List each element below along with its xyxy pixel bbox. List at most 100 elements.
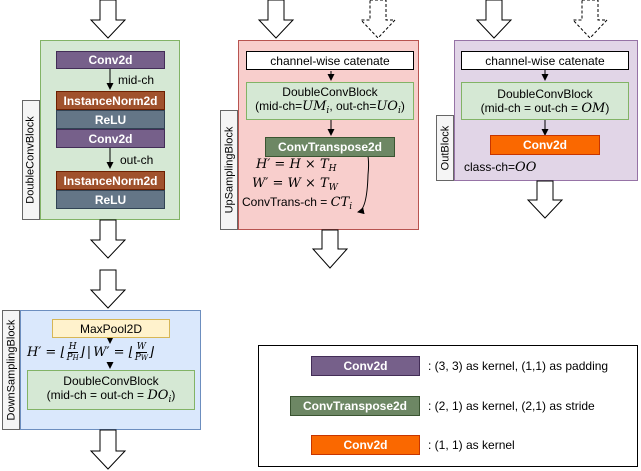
up-dcb-um: UM bbox=[302, 98, 327, 114]
output-arrow-out-block bbox=[526, 180, 564, 219]
down-sampling-block-tag: DownSamplingBlock bbox=[2, 310, 20, 430]
down-eq-h-den-sub: H bbox=[72, 354, 79, 362]
down-eq-h-den: P bbox=[66, 353, 73, 363]
up-ct-var: CT bbox=[330, 195, 350, 210]
down-dcb-line1: DoubleConvBlock bbox=[63, 373, 159, 388]
up-eq-width: W′ = W × TW bbox=[252, 176, 338, 193]
out-concat-box: channel-wise catenate bbox=[461, 51, 629, 70]
out-dcb-line2: (mid-ch = out-ch = OM) bbox=[481, 101, 610, 116]
class-ch-line: class-ch=OO bbox=[464, 160, 536, 175]
out-dcb-line1: DoubleConvBlock bbox=[497, 86, 593, 101]
out-concat-label: channel-wise catenate bbox=[485, 53, 605, 68]
legend-conv-transpose-label: ConvTranspose2d bbox=[302, 399, 408, 413]
legend-conv2d-label: Conv2d bbox=[343, 359, 388, 373]
up-dcb-uo: UO bbox=[376, 98, 398, 114]
legend-conv-transpose-desc: : (2, 1) as kernel, (2,1) as stride bbox=[428, 399, 595, 413]
up-ct-label-line: ConvTrans-ch = CTi bbox=[242, 195, 352, 212]
up-eq-height: H′ = H × TH bbox=[256, 157, 336, 174]
conv2d-layer-1-label: Conv2d bbox=[88, 53, 133, 67]
instance-norm-layer-2: InstanceNorm2d bbox=[56, 171, 165, 190]
input-arrow-down-sampling bbox=[89, 269, 127, 309]
down-dcb-line2b: ) bbox=[171, 387, 176, 402]
out-dcb-om: OM bbox=[581, 100, 606, 116]
out-double-conv-box: DoubleConvBlock (mid-ch = out-ch = OM) bbox=[461, 82, 629, 120]
up-eq-height-sub: H bbox=[328, 164, 337, 174]
out-dcb-line2b: ) bbox=[605, 100, 610, 115]
relu-layer-1: ReLU bbox=[56, 110, 165, 129]
legend-conv2d-desc: : (3, 3) as kernel, (1,1) as padding bbox=[428, 359, 609, 373]
up-eq-height-lhs: H′ = H × T bbox=[256, 157, 329, 172]
conv-transpose-label: ConvTranspose2d bbox=[277, 140, 383, 154]
down-eq-w-num: W bbox=[135, 342, 147, 353]
down-eq-w-frac: W PW bbox=[135, 342, 148, 363]
out-ch-label: out-ch bbox=[120, 153, 154, 167]
down-eq-h-den-wrap: PH bbox=[67, 353, 79, 363]
conv2d-layer-1: Conv2d bbox=[56, 51, 165, 69]
up-dcb-line2: (mid-ch=UMi, out-ch=UOi) bbox=[255, 99, 405, 118]
double-conv-block-tag: DoubleConvBlock bbox=[22, 100, 40, 220]
down-eq-divider: | bbox=[86, 345, 92, 360]
output-arrow-down-sampling bbox=[89, 429, 127, 470]
legend-conv2d-swatch: Conv2d bbox=[311, 356, 420, 376]
class-ch-var: OO bbox=[515, 160, 537, 175]
output-arrow-double-conv bbox=[89, 219, 127, 259]
skip-arrow-out-block bbox=[571, 0, 609, 39]
down-dcb-do: DO bbox=[147, 387, 169, 403]
up-double-conv-box: DoubleConvBlock (mid-ch=UMi, out-ch=UOi) bbox=[246, 82, 414, 120]
relu-layer-2: ReLU bbox=[56, 190, 165, 209]
out-block-tag: OutBlock bbox=[436, 115, 454, 181]
input-arrow-up-sampling bbox=[257, 0, 295, 39]
legend-conv2d-1x1-label: Conv2d bbox=[343, 438, 388, 452]
up-dcb-sub-i1: i bbox=[326, 105, 330, 116]
down-dcb-sub-i: i bbox=[168, 394, 172, 405]
down-double-conv-box: DoubleConvBlock (mid-ch = out-ch = DOi) bbox=[27, 370, 195, 410]
up-dcb-line1: DoubleConvBlock bbox=[282, 84, 378, 99]
relu-layer-1-label: ReLU bbox=[94, 112, 127, 127]
up-sampling-block-tag-label: UpSamplingBlock bbox=[223, 126, 236, 214]
down-eq-h-rhs: ⌋ bbox=[79, 345, 85, 360]
instance-norm-layer-2-label: InstanceNorm2d bbox=[63, 173, 158, 188]
up-concat-label: channel-wise catenate bbox=[270, 53, 390, 68]
down-eq-h-lhs: H′ = ⌊ bbox=[27, 345, 66, 360]
up-dcb-line2a: (mid-ch= bbox=[255, 98, 303, 113]
down-sampling-block-tag-label: DownSamplingBlock bbox=[5, 319, 18, 421]
out-dcb-line2a: (mid-ch = out-ch = bbox=[480, 100, 582, 115]
down-dcb-line2a: (mid-ch = out-ch = bbox=[46, 387, 148, 402]
down-eq-w-den-sub: W bbox=[140, 354, 148, 362]
legend-conv2d-1x1-desc: : (1, 1) as kernel bbox=[428, 438, 515, 452]
down-eq-w-den-wrap: PW bbox=[135, 353, 148, 363]
out-block-tag-label: OutBlock bbox=[439, 125, 452, 171]
up-dcb-line2c: ) bbox=[400, 98, 405, 113]
legend-conv-transpose-swatch: ConvTranspose2d bbox=[290, 396, 420, 416]
out-conv2d-1x1-box: Conv2d bbox=[490, 135, 600, 155]
down-eq-w-den: P bbox=[134, 353, 141, 363]
skip-arrow-up-sampling bbox=[359, 0, 397, 39]
down-eq-line: H′ = ⌊ H PH ⌋ | W′ = ⌊ W PW ⌋ bbox=[27, 342, 154, 363]
class-ch-label: class-ch= bbox=[464, 160, 516, 174]
double-conv-block-tag-label: DoubleConvBlock bbox=[25, 116, 37, 204]
down-dcb-line2: (mid-ch = out-ch = DOi) bbox=[47, 388, 176, 407]
up-eq-width-sub: W bbox=[328, 183, 338, 193]
input-arrow-double-conv bbox=[89, 0, 127, 39]
up-sampling-block-tag: UpSamplingBlock bbox=[220, 110, 238, 230]
up-dcb-sub-i2: i bbox=[397, 105, 401, 116]
out-conv2d-label: Conv2d bbox=[522, 138, 567, 152]
up-ct-label: ConvTrans-ch = bbox=[242, 195, 331, 209]
conv2d-layer-2: Conv2d bbox=[56, 129, 165, 148]
input-arrow-out-block bbox=[475, 0, 513, 39]
instance-norm-layer-1: InstanceNorm2d bbox=[56, 91, 165, 110]
down-eq-h-frac: H PH bbox=[67, 342, 79, 363]
relu-layer-2-label: ReLU bbox=[94, 192, 127, 207]
maxpool-box: MaxPool2D bbox=[52, 319, 170, 338]
instance-norm-layer-1-label: InstanceNorm2d bbox=[63, 93, 158, 108]
up-concat-box: channel-wise catenate bbox=[246, 51, 414, 70]
mid-ch-label: mid-ch bbox=[118, 73, 155, 87]
up-eq-width-lhs: W′ = W × T bbox=[252, 176, 329, 191]
conv-transpose-box: ConvTranspose2d bbox=[265, 137, 395, 157]
up-ct-sub: i bbox=[349, 202, 353, 212]
maxpool-label: MaxPool2D bbox=[79, 321, 143, 336]
down-eq-h-num: H bbox=[67, 342, 78, 353]
conv2d-layer-2-label: Conv2d bbox=[88, 131, 133, 146]
legend-conv2d-1x1-swatch: Conv2d bbox=[311, 435, 420, 455]
down-eq-w-rhs: ⌋ bbox=[148, 345, 155, 360]
